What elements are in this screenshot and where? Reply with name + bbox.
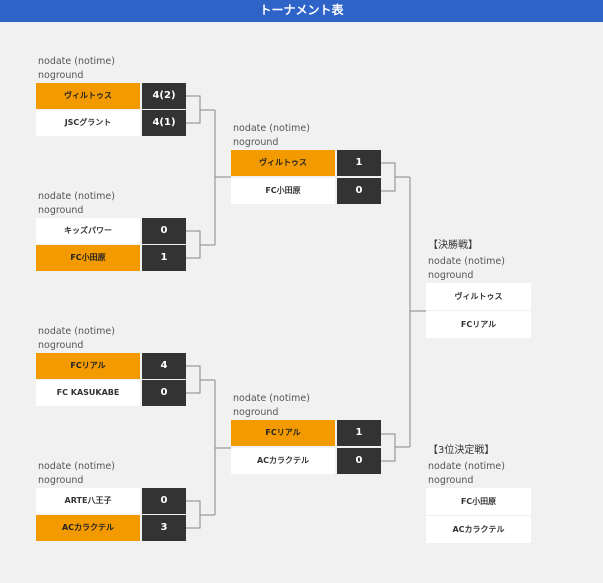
team-name[interactable]: キッズパワー [36, 218, 140, 244]
match-meta: nodate (notime) noground [38, 460, 115, 488]
match-meta: nodate (notime) noground [233, 392, 310, 420]
team-score: 0 [337, 178, 381, 204]
match-ground: noground [38, 475, 84, 486]
third-place-title: 【3位決定戦】 [428, 445, 495, 456]
team-score: 4(2) [142, 83, 186, 109]
team-name[interactable]: FC KASUKABE [36, 380, 140, 406]
team-score: 0 [142, 488, 186, 514]
match-ground: noground [38, 70, 84, 81]
team-name[interactable]: FCリアル [36, 353, 140, 379]
team-score: 1 [337, 420, 381, 446]
third-place-team[interactable]: FC小田原 [426, 488, 531, 515]
team-name[interactable]: ヴィルトゥス [36, 83, 140, 109]
match-date: nodate (notime) [38, 326, 115, 337]
team-name[interactable]: JSCグラント [36, 110, 140, 136]
team-name[interactable]: ACカラクテル [231, 448, 335, 474]
team-name[interactable]: FCリアル [231, 420, 335, 446]
match-meta: nodate (notime) noground [428, 460, 505, 488]
match-ground: noground [428, 475, 474, 486]
match-ground: noground [38, 340, 84, 351]
team-score: 0 [142, 380, 186, 406]
final-team[interactable]: FCリアル [426, 311, 531, 338]
team-score: 0 [337, 448, 381, 474]
match-ground: noground [233, 137, 279, 148]
team-name[interactable]: ACカラクテル [36, 515, 140, 541]
third-place-team[interactable]: ACカラクテル [426, 516, 531, 543]
final-team[interactable]: ヴィルトゥス [426, 283, 531, 310]
match-date: nodate (notime) [38, 56, 115, 67]
team-score: 0 [142, 218, 186, 244]
team-name[interactable]: FC小田原 [231, 178, 335, 204]
team-name[interactable]: ARTE八王子 [36, 488, 140, 514]
match-date: nodate (notime) [38, 191, 115, 202]
final-title: 【決勝戦】 [428, 240, 478, 251]
match-ground: noground [428, 270, 474, 281]
match-meta: nodate (notime) noground [38, 190, 115, 218]
match-date: nodate (notime) [428, 461, 505, 472]
team-score: 4(1) [142, 110, 186, 136]
team-score: 3 [142, 515, 186, 541]
team-score: 1 [337, 150, 381, 176]
match-meta: nodate (notime) noground [38, 55, 115, 83]
match-ground: noground [233, 407, 279, 418]
match-date: nodate (notime) [428, 256, 505, 267]
match-meta: nodate (notime) noground [233, 122, 310, 150]
match-meta: nodate (notime) noground [38, 325, 115, 353]
page-title: トーナメント表 [0, 0, 603, 22]
match-date: nodate (notime) [233, 123, 310, 134]
team-name[interactable]: ヴィルトゥス [231, 150, 335, 176]
match-meta: nodate (notime) noground [428, 255, 505, 283]
match-ground: noground [38, 205, 84, 216]
team-name[interactable]: FC小田原 [36, 245, 140, 271]
match-date: nodate (notime) [38, 461, 115, 472]
match-date: nodate (notime) [233, 393, 310, 404]
team-score: 1 [142, 245, 186, 271]
team-score: 4 [142, 353, 186, 379]
